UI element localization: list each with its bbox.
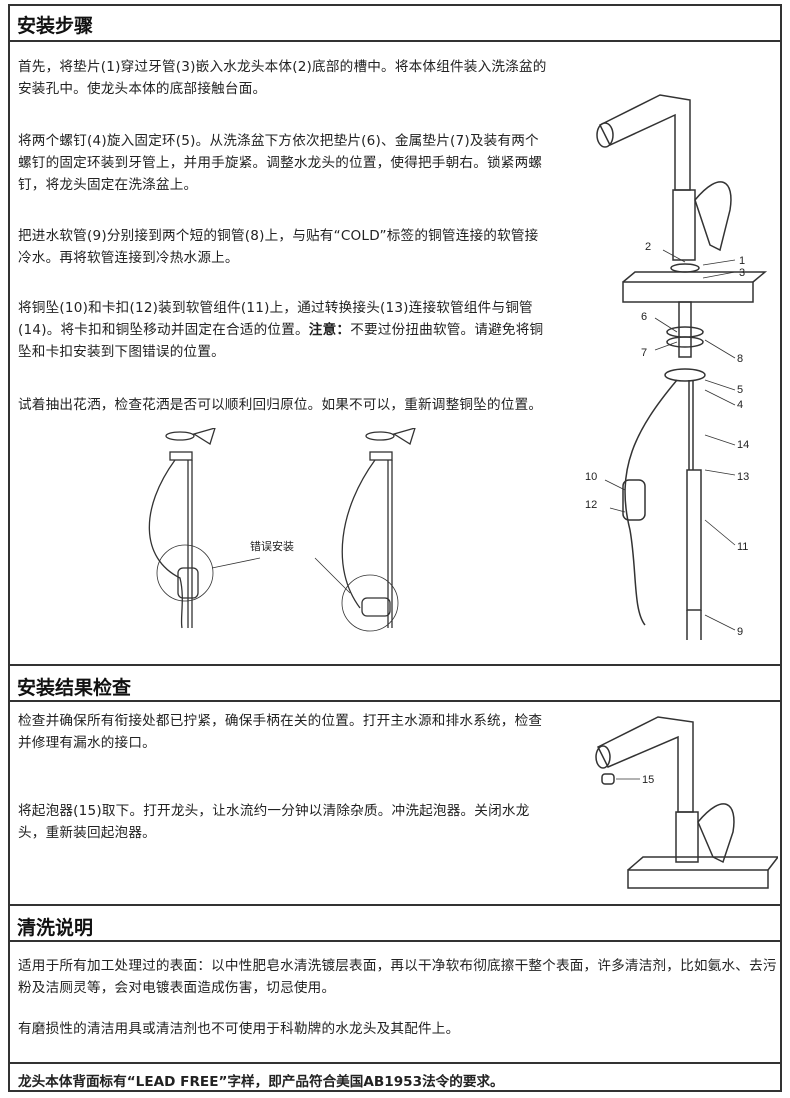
- label-3: 3: [739, 267, 745, 279]
- lead-free-notice: 龙头本体背面标有“LEAD FREE”字样，即产品符合美国AB1953法令的要求…: [8, 1062, 782, 1092]
- label-8: 8: [737, 353, 743, 365]
- label-5: 5: [737, 384, 743, 396]
- step-paragraph-4: 将铜坠(10)和卡扣(12)装到软管组件(11)上，通过转换接头(13)连接软管…: [18, 300, 544, 360]
- note-label: 注意：: [308, 322, 351, 338]
- step-paragraph-3: 把进水软管(9)分别接到两个短的铜管(8)上，与贴有“COLD”标签的铜管连接的…: [18, 228, 539, 266]
- faucet-hose-left: [148, 428, 216, 629]
- label-1: 1: [739, 255, 745, 267]
- wrong-installation-diagram: 错误安装: [148, 428, 416, 632]
- label-14: 14: [737, 439, 749, 451]
- step-paragraph-2: 将两个螺钉(4)旋入固定环(5)。从洗涤盆下方依次把垫片(6)、金属垫片(7)及…: [18, 133, 543, 193]
- wrong-install-label: 错误安装: [250, 539, 294, 553]
- label-12: 12: [585, 499, 597, 511]
- check-paragraph-1: 检查并确保所有衔接处都已拧紧，确保手柄在关的位置。打开主水源和排水系统，检查并修…: [18, 713, 543, 751]
- step-paragraph-1: 首先，将垫片(1)穿过牙管(3)嵌入水龙头本体(2)底部的槽中。将本体组件装入洗…: [18, 59, 547, 97]
- section-title-cleaning: 清洗说明: [8, 904, 782, 942]
- cleaning-paragraph-1: 适用于所有加工处理过的表面：以中性肥皂水清洗镀层表面，再以干净软布彻底擦干整个表…: [18, 958, 777, 996]
- check-paragraph-2: 将起泡器(15)取下。打开龙头，让水流约一分钟以清除杂质。冲洗起泡器。关闭水龙头…: [18, 803, 530, 841]
- label-2: 2: [645, 241, 651, 253]
- exploded-faucet-diagram: 1 2 3 4 5 6 7 8 9 10 11 12 13 14: [585, 94, 768, 640]
- label-15: 15: [642, 774, 654, 786]
- faucet-hose-right: [341, 428, 416, 632]
- faucet-aerator-diagram: 15: [595, 716, 778, 889]
- label-13: 13: [737, 471, 749, 483]
- section-title-check: 安装结果检查: [8, 664, 782, 702]
- label-4: 4: [737, 399, 743, 411]
- label-10: 10: [585, 471, 597, 483]
- step-paragraph-5: 试着抽出花洒，检查花洒是否可以顺利回归原位。如果不可以，重新调整铜坠的位置。: [18, 397, 543, 413]
- label-9: 9: [737, 626, 743, 638]
- label-6: 6: [641, 311, 647, 323]
- label-11: 11: [737, 541, 748, 553]
- page-frame: [8, 4, 782, 1092]
- section-title-install-steps: 安装步骤: [8, 4, 782, 42]
- label-7: 7: [641, 347, 647, 359]
- cleaning-paragraph-2: 有磨损性的清洁用具或清洁剂也不可使用于科勒牌的水龙头及其配件上。: [18, 1021, 460, 1037]
